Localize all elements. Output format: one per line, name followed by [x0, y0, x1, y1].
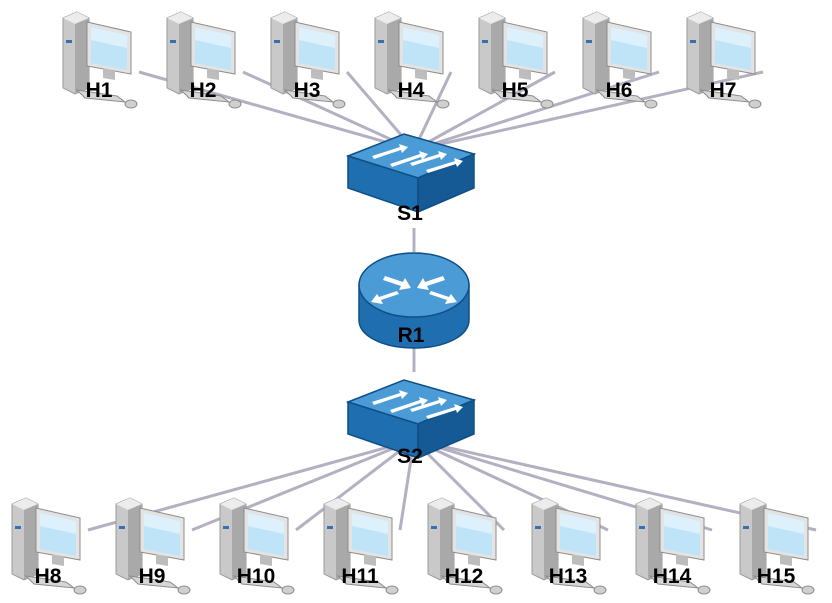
host-label: H6: [606, 79, 633, 102]
host-h11: H11: [323, 497, 399, 595]
host-h9: H9: [115, 497, 191, 595]
link-s2-h12: [412, 438, 506, 532]
link-h4-s1: [412, 71, 453, 151]
host-label: H15: [757, 565, 796, 588]
host-label: H9: [139, 565, 166, 588]
switch-s1: S1: [347, 133, 475, 225]
host-h15: H15: [739, 497, 815, 595]
host-label: H14: [653, 565, 692, 588]
host-label: H4: [398, 79, 425, 102]
host-label: H10: [237, 565, 276, 588]
router-r1: R1: [358, 252, 470, 349]
host-h8: H8: [11, 497, 87, 595]
host-h12: H12: [427, 497, 503, 595]
host-h5: H5: [478, 11, 554, 109]
host-h13: H13: [531, 497, 607, 595]
host-label: H12: [445, 565, 484, 588]
host-h1: H1: [62, 11, 138, 109]
router-r1-label: R1: [398, 324, 425, 347]
host-label: H8: [35, 565, 62, 588]
host-h7: H7: [686, 11, 762, 109]
switch-s2-label: S2: [397, 445, 423, 468]
link-s2-h10: [295, 438, 415, 532]
switch-s2: S2: [347, 379, 475, 468]
host-h6: H6: [582, 11, 658, 109]
host-label: H7: [710, 79, 737, 102]
host-label: H3: [294, 79, 321, 102]
link-h5-s1: [413, 70, 556, 152]
host-h14: H14: [635, 497, 711, 595]
switch-s1-label: S1: [397, 202, 423, 225]
host-h4: H4: [374, 11, 450, 109]
host-label: H5: [502, 79, 529, 102]
host-h10: H10: [219, 497, 295, 595]
link-h6-s1: [413, 70, 660, 152]
host-label: H13: [549, 565, 588, 588]
network-switch-icon: [347, 133, 475, 213]
host-label: H11: [341, 565, 379, 588]
host-label: H1: [86, 79, 113, 102]
host-h2: H2: [166, 11, 242, 109]
host-h3: H3: [270, 11, 346, 109]
host-label: H2: [190, 79, 217, 102]
